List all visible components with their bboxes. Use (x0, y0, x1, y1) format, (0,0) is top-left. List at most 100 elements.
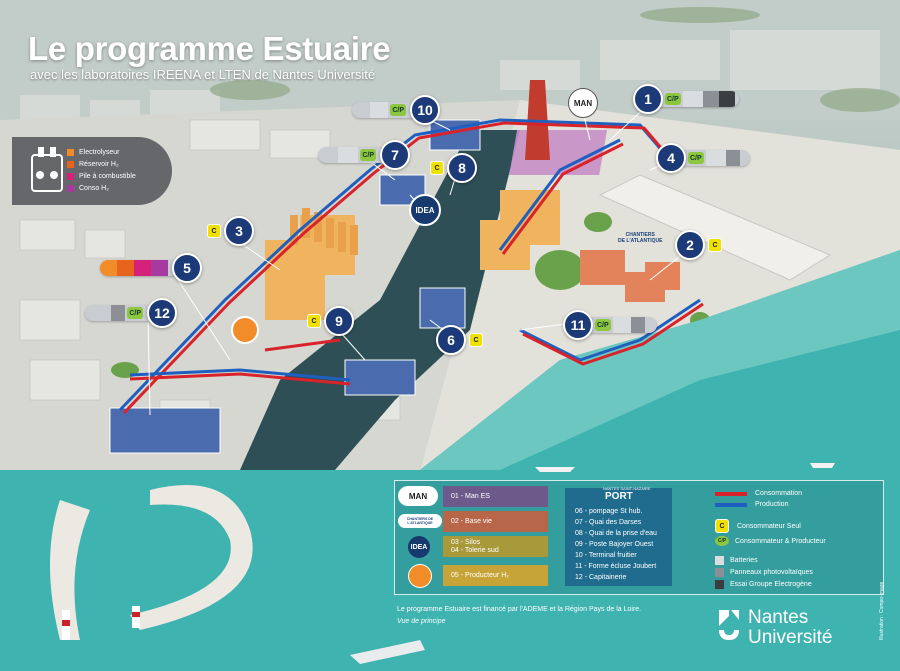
site-marker-12[interactable]: C/P 12 (85, 298, 177, 328)
storage-pill: C/P (85, 305, 157, 321)
funding-note: Le programme Estuaire est financé par l'… (397, 606, 642, 613)
port-sites-box: NANTES SAINT-NAZAIRE PORT 06 - pompage S… (565, 486, 672, 586)
chantiers-legend-logo: CHANTIERS DE L'ATLANTIQUE (398, 514, 442, 528)
pv-segment (111, 305, 126, 321)
legend-label: Conso H₂ (79, 185, 109, 192)
site-marker-4[interactable]: 4 C/P (656, 143, 750, 173)
cp-badge: C/P (360, 149, 376, 161)
site-number: 6 (436, 325, 466, 355)
production-line-legend: Production (715, 501, 788, 508)
generator-swatch (715, 580, 724, 589)
site-03-04: 03 - Silos 04 - Tolerie sud (443, 536, 548, 557)
site-number: 12 (147, 298, 177, 328)
storage-pill: C/P (653, 91, 739, 107)
site-number: 10 (410, 95, 440, 125)
port-item: 08 - Quai de la prise d'eau (575, 530, 657, 537)
port-item: 11 - Forme écluse Joubert (575, 563, 657, 570)
site-list: MAN 01 - Man ES CHANTIERS DE L'ATLANTIQU… (398, 484, 558, 589)
brand-line2: Université (748, 627, 833, 648)
chantiers-line2: DE L'ATLANTIQUE (618, 238, 663, 244)
view-note: Vue de principe (397, 618, 446, 625)
reservoir-segment (117, 260, 134, 276)
port-item: 10 - Terminal fruitier (575, 552, 637, 559)
legend-reservoir: Réservoir H₂ (67, 161, 119, 168)
hydrogen-pill (100, 260, 182, 276)
site-marker-8[interactable]: C 8 (430, 153, 477, 183)
cp-badge: C/P (127, 307, 143, 319)
pv-segment (630, 317, 645, 333)
c-badge: C (708, 238, 722, 252)
man-logo: MAN (568, 88, 598, 118)
port-item: 09 - Poste Bajoyer Ouest (575, 541, 654, 548)
site-marker-3[interactable]: C 3 (207, 216, 254, 246)
cp-badge: C/P (665, 93, 681, 105)
conso-swatch (67, 185, 74, 192)
battery-segment (682, 91, 703, 107)
page-title: Le programme Estuaire (28, 30, 391, 67)
site-01: 01 - Man ES (443, 486, 548, 507)
generator-label: Essai Groupe Electrogène (730, 581, 812, 588)
consumer-legend: C Consommateur Seul (715, 519, 801, 533)
site-number: 3 (224, 216, 254, 246)
man-legend-logo: MAN (398, 486, 438, 506)
hydrogen-legend (12, 137, 172, 205)
site-02: 02 - Base vie (443, 511, 548, 532)
battery-segment (370, 102, 389, 118)
site-marker-7[interactable]: C/P 7 (318, 140, 410, 170)
site-number: 1 (633, 84, 663, 114)
nantes-universite-logo-mark (719, 610, 739, 640)
site-05: 05 - Producteur H₂ (443, 565, 548, 586)
storage-pill: C/P (352, 102, 420, 118)
cp-badge: C/P (715, 536, 729, 546)
site-marker-9[interactable]: C 9 (307, 306, 354, 336)
port-logo: PORT (605, 491, 633, 502)
cp-badge: C/P (688, 152, 704, 164)
hydrogen-system-icon (31, 147, 63, 192)
pv-segment (725, 150, 740, 166)
consumption-line-swatch (715, 491, 747, 496)
cp-badge: C/P (595, 319, 611, 331)
electrolyseur-segment (100, 260, 117, 276)
legend-pile: Pile à combustible (67, 173, 136, 180)
battery-segment (338, 147, 359, 163)
site-marker-2[interactable]: 2 C (675, 230, 722, 260)
idea-legend-logo: IDEA (408, 536, 430, 558)
legend-label: Electrolyseur (79, 149, 120, 156)
storage-pill: C/P (583, 317, 657, 333)
legend-conso: Conso H₂ (67, 185, 109, 192)
pile-segment (134, 260, 151, 276)
c-badge: C (715, 519, 729, 533)
storage-pill: C/P (676, 150, 750, 166)
conso-segment (151, 260, 168, 276)
brand-name: Nantes Université (748, 608, 832, 648)
consumption-line-legend: Consommation (715, 490, 802, 497)
site-number: 5 (172, 253, 202, 283)
site-marker-10[interactable]: C/P 10 (352, 95, 440, 125)
site-number: 2 (675, 230, 705, 260)
battery-label: Batteries (730, 557, 758, 564)
producer-legend-icon (408, 564, 432, 588)
c-badge: C (307, 314, 321, 328)
site-marker-1[interactable]: 1 C/P (633, 84, 739, 114)
pv-swatch (715, 568, 724, 577)
page-subtitle: avec les laboratoires IREENA et LTEN de … (30, 67, 376, 82)
electrolyseur-swatch (67, 149, 74, 156)
illustration-credit: Illustration : Compo-image (879, 581, 885, 640)
storage-pill: C/P (318, 147, 390, 163)
site-marker-6[interactable]: 6 C (436, 325, 483, 355)
reservoir-swatch (67, 161, 74, 168)
site-number: 7 (380, 140, 410, 170)
site-marker-5[interactable]: 5 (100, 253, 202, 283)
c-badge: C (469, 333, 483, 347)
site-number: 4 (656, 143, 686, 173)
site-marker-11[interactable]: 11 C/P (563, 310, 657, 340)
production-line-swatch (715, 502, 747, 507)
port-logo-small: NANTES SAINT-NAZAIRE (603, 486, 651, 491)
pv-legend: Panneaux photovoltaïques (715, 568, 813, 577)
port-item: 06 - pompage St hub. (575, 508, 643, 515)
battery-swatch (715, 556, 724, 565)
cp-badge: C/P (390, 104, 406, 116)
hydrogen-producer-icon (231, 316, 259, 344)
consumption-label: Consommation (755, 490, 803, 497)
